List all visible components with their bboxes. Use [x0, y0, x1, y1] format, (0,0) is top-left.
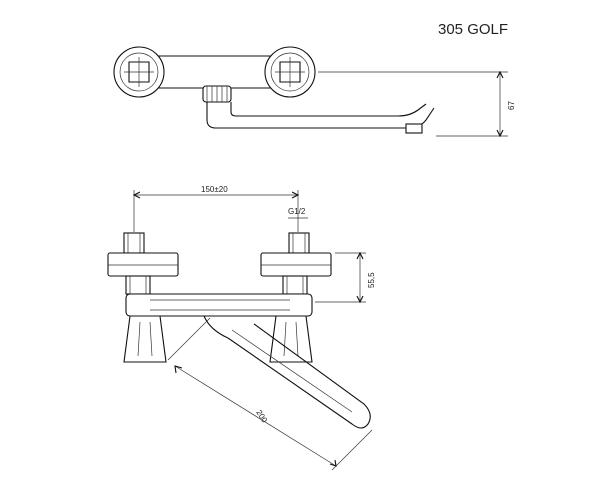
right-inlet-pipe: [288, 232, 310, 254]
top-view: 67: [113, 46, 516, 138]
product-title: 305 GOLF: [438, 21, 508, 38]
mixer-body: [125, 293, 313, 317]
left-nut: [125, 275, 151, 295]
thread-label: G1/2: [288, 207, 306, 216]
dim-spout-lines: [167, 317, 373, 471]
dim-height-label: 55,5: [367, 272, 376, 288]
left-inlet-pipe: [123, 232, 145, 254]
dim-67-lines: [318, 71, 508, 137]
top-aerator: [405, 123, 423, 134]
dim-spacing-label: 150±20: [201, 185, 228, 194]
right-escutcheon-side: [260, 252, 332, 277]
left-escutcheon-side: [107, 252, 179, 277]
front-spout: [203, 315, 371, 429]
top-spout: [206, 102, 435, 129]
dim-67-label: 67: [507, 101, 516, 110]
dim-spacing-lines: [133, 190, 299, 232]
top-left-valve: [128, 61, 150, 83]
right-handle: [269, 315, 313, 363]
left-handle: [123, 315, 167, 363]
right-nut: [282, 275, 308, 295]
front-view: 150±20 G1/2: [107, 185, 376, 471]
dim-height-lines: [315, 252, 366, 303]
top-right-valve: [279, 61, 301, 83]
dim-spout-label: 200: [254, 408, 269, 425]
